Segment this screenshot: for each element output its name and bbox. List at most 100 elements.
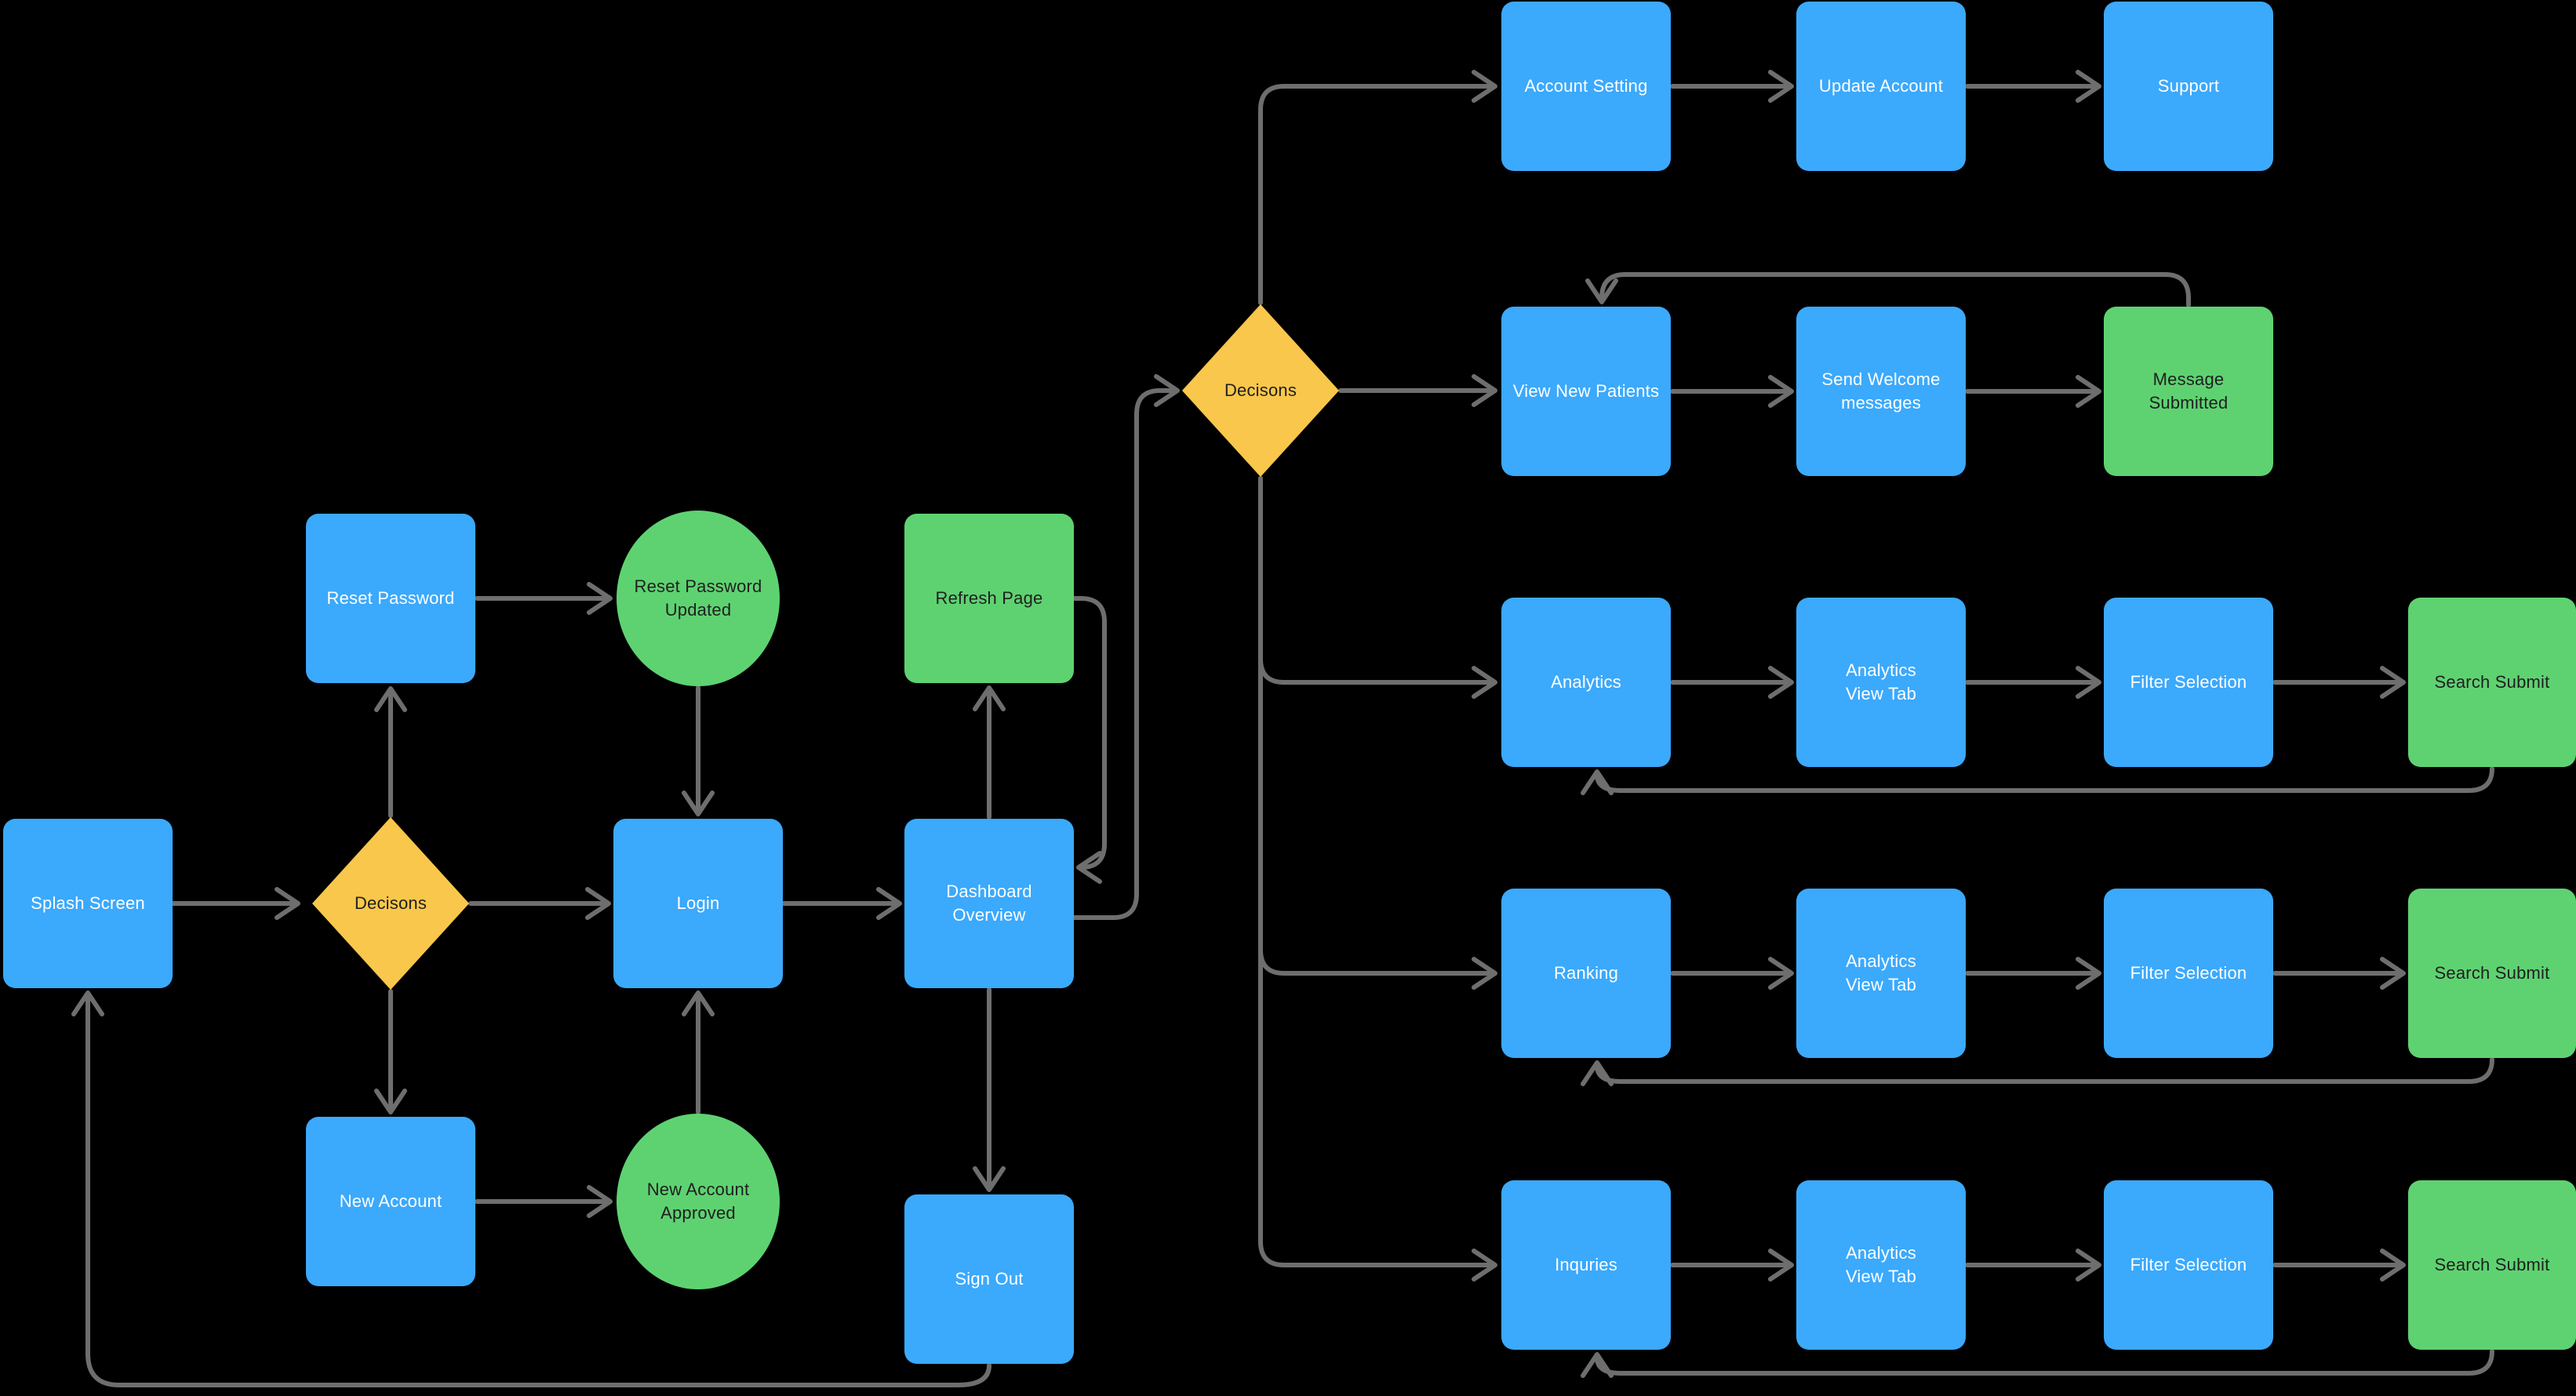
connector-reset-password-to-updated (475, 582, 613, 615)
node-splash-screen[interactable]: Splash Screen (3, 819, 173, 988)
node-search-submit-1[interactable]: Search Submit (2408, 598, 2576, 767)
connector-approved-to-login (682, 991, 715, 1114)
connector-filter1-to-search1 (2272, 666, 2406, 699)
connector-filter2-to-search2 (2272, 957, 2406, 990)
node-label: Analytics View Tab (1845, 1243, 1917, 1286)
node-update-account[interactable]: Update Account (1796, 2, 1966, 171)
connector-decisons2-to-inquries (1258, 476, 1497, 1281)
arrowhead-icon (1768, 375, 1794, 408)
node-reset-password-updated[interactable]: Reset Password Updated (617, 511, 780, 686)
connector-decisons2-to-account-setting (1258, 70, 1497, 305)
node-label: New Account (339, 1191, 442, 1211)
arrowhead-icon (374, 1089, 407, 1114)
arrowhead-icon (1768, 1249, 1794, 1281)
node-label: Refresh Page (935, 588, 1043, 608)
arrowhead-icon (2380, 957, 2406, 990)
connector-login-to-dashboard (780, 887, 902, 920)
node-label: Filter Selection (2130, 963, 2247, 983)
connector-dashboard-to-decisons2 (1072, 374, 1180, 920)
node-refresh-page[interactable]: Refresh Page (904, 514, 1074, 683)
node-label: Search Submit (2434, 672, 2550, 692)
arrowhead-icon (2076, 1249, 2101, 1281)
node-new-account[interactable]: New Account (306, 1117, 475, 1286)
connector-search1-to-analytics-loop (1581, 766, 2494, 795)
arrowhead-icon (1472, 374, 1497, 407)
arrowhead-icon (1768, 957, 1794, 990)
node-search-submit-2[interactable]: Search Submit (2408, 889, 2576, 1058)
arrowhead-icon (1472, 70, 1497, 103)
arrowhead-icon (876, 887, 902, 920)
node-ranking[interactable]: Ranking (1501, 889, 1671, 1058)
connector-splash-to-decisons1 (170, 887, 300, 920)
connector-dashboard-to-sign-out (973, 987, 1006, 1192)
arrowhead-icon (973, 685, 1006, 711)
connector-ranking-to-viewtab2 (1670, 957, 1794, 990)
arrowhead-icon (1581, 1352, 1614, 1378)
node-inquries[interactable]: Inquries (1501, 1180, 1671, 1350)
arrowhead-icon (973, 1166, 1006, 1192)
arrowhead-icon (71, 991, 104, 1016)
node-label: Login (676, 893, 720, 913)
node-analytics[interactable]: Analytics (1501, 598, 1671, 767)
node-support[interactable]: Support (2104, 2, 2273, 171)
connector-viewtab3-to-filter3 (1965, 1249, 2101, 1281)
connector-welcome-to-submitted (1965, 375, 2101, 408)
connector-analytics-to-viewtab1 (1670, 666, 1794, 699)
connector-decisons1-to-new-account (374, 989, 407, 1114)
node-label: Update Account (1818, 76, 1944, 96)
node-login[interactable]: Login (613, 819, 783, 988)
node-label: View New Patients (1512, 381, 1660, 401)
node-label: Search Submit (2434, 1255, 2550, 1274)
node-filter-selection-3[interactable]: Filter Selection (2104, 1180, 2273, 1350)
arrowhead-icon (2076, 375, 2101, 408)
node-filter-selection-2[interactable]: Filter Selection (2104, 889, 2273, 1058)
node-view-new-patients[interactable]: View New Patients (1501, 307, 1671, 476)
arrowhead-icon (1581, 1060, 1614, 1086)
node-new-account-approved[interactable]: New Account Approved (617, 1114, 780, 1289)
node-account-setting[interactable]: Account Setting (1501, 2, 1671, 171)
node-label: Sign Out (955, 1269, 1024, 1289)
node-label: Reset Password (326, 588, 455, 608)
connector-decisons2-to-analytics (1258, 476, 1497, 699)
node-analytics-view-tab-2[interactable]: Analytics View Tab (1796, 889, 1966, 1058)
node-send-welcome-messages[interactable]: Send Welcome messages (1796, 307, 1966, 476)
node-message-submitted[interactable]: Message Submitted (2104, 307, 2273, 476)
connector-decisons2-to-view-new-patients (1338, 374, 1497, 407)
node-label: Decisons (354, 893, 428, 913)
node-label: Splash Screen (31, 893, 145, 913)
arrowhead-icon (587, 1185, 613, 1218)
arrowhead-icon (1472, 957, 1497, 990)
arrowhead-icon (2076, 70, 2101, 103)
node-label: Decisons (1224, 380, 1297, 400)
arrowhead-icon (1768, 666, 1794, 699)
node-label: Analytics View Tab (1845, 660, 1917, 703)
node-analytics-view-tab-3[interactable]: Analytics View Tab (1796, 1180, 1966, 1350)
arrowhead-icon (682, 991, 715, 1016)
arrowhead-icon (1472, 666, 1497, 699)
node-label: Search Submit (2434, 963, 2550, 983)
node-analytics-view-tab-1[interactable]: Analytics View Tab (1796, 598, 1966, 767)
node-label: Dashboard Overview (946, 882, 1032, 925)
arrowhead-icon (1076, 851, 1102, 884)
connector-sign-out-to-splash (71, 991, 991, 1387)
node-sign-out[interactable]: Sign Out (904, 1194, 1074, 1364)
arrowhead-icon (1154, 374, 1180, 407)
node-label: Message Submitted (2148, 369, 2229, 413)
node-reset-password[interactable]: Reset Password (306, 514, 475, 683)
connector-submitted-to-patients-loop (1585, 272, 2191, 307)
node-search-submit-3[interactable]: Search Submit (2408, 1180, 2576, 1350)
node-filter-selection-1[interactable]: Filter Selection (2104, 598, 2273, 767)
connector-inquries-to-viewtab3 (1670, 1249, 1794, 1281)
arrowhead-icon (2076, 666, 2101, 699)
connector-update-to-support (1965, 70, 2101, 103)
arrowhead-icon (275, 887, 300, 920)
arrowhead-icon (682, 791, 715, 816)
node-dashboard-overview[interactable]: Dashboard Overview (904, 819, 1074, 988)
node-label: Filter Selection (2130, 1255, 2247, 1274)
node-label: Account Setting (1524, 76, 1648, 96)
arrowhead-icon (2380, 666, 2406, 699)
arrowhead-icon (585, 887, 611, 920)
node-label: Reset Password Updated (634, 576, 762, 620)
connector-filter3-to-search3 (2272, 1249, 2406, 1281)
